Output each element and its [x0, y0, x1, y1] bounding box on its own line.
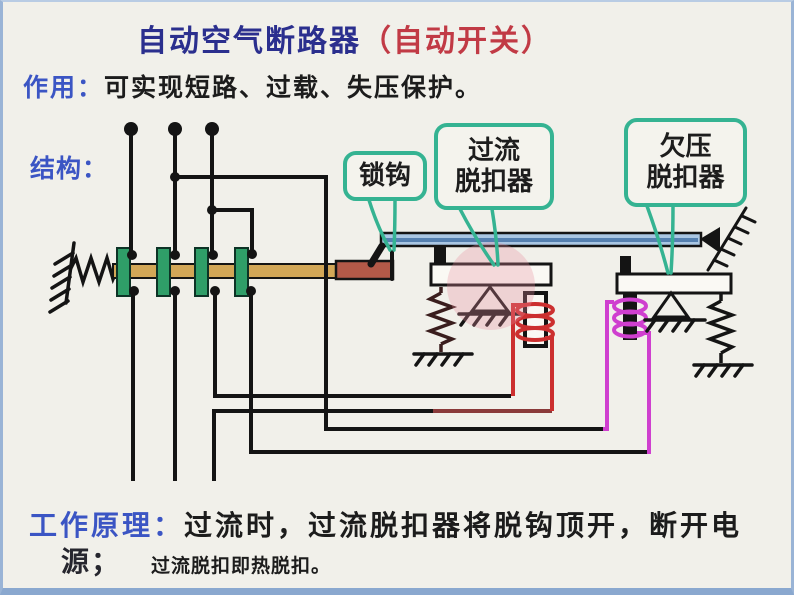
title-paren: （自动开关）: [361, 24, 553, 59]
principle-label: 工作原理：: [29, 509, 185, 542]
supply-wires: [129, 132, 603, 431]
insulated-bar: [112, 263, 338, 279]
principle-line2: 源；: [61, 545, 122, 578]
callout-overcurrent-release: 过流 脱扣器: [434, 123, 554, 210]
release-spring-left: [68, 252, 119, 288]
callout-lock-hook: 锁钩: [343, 151, 427, 201]
lever-pivot: [700, 227, 720, 253]
principle-note: 过流脱扣即热脱扣。: [151, 555, 332, 577]
terminals: [124, 122, 257, 296]
undervoltage-coil: [603, 297, 651, 454]
overcurrent-coil: [511, 302, 555, 411]
circuit-diagram: [48, 122, 757, 481]
contact-blocks: [116, 247, 249, 297]
page-title: 自动空气断路器（自动开关）: [137, 16, 553, 60]
principle-text: 过流时，过流脱扣器将脱钩顶开，断开电: [184, 509, 743, 542]
function-label: 作用：: [23, 73, 105, 102]
title-main: 自动空气断路器: [137, 24, 361, 59]
bubble-tails: [367, 198, 675, 275]
pink-watermark: [447, 242, 535, 330]
principle-line: 工作原理：过流时，过流脱扣器将脱钩顶开，断开电: [29, 504, 742, 544]
undervoltage-coil-core: [623, 293, 637, 340]
callout-undervoltage-release: 欠压 脱扣器: [624, 118, 747, 207]
undervoltage-trip: [603, 256, 754, 454]
structure-label: 结构：: [30, 154, 109, 183]
left-wall-hatch: [48, 241, 76, 314]
pivot-wall-hatch: [706, 206, 757, 272]
function-text: 可实现短路、过载、失压保护。: [104, 73, 483, 102]
function-line: 作用：可实现短路、过载、失压保护。: [23, 68, 482, 104]
bar-trip-end: [334, 259, 395, 281]
load-wires: [131, 292, 647, 481]
overcurrent-trip: [412, 245, 555, 411]
lock-hook-shape: [367, 242, 394, 281]
